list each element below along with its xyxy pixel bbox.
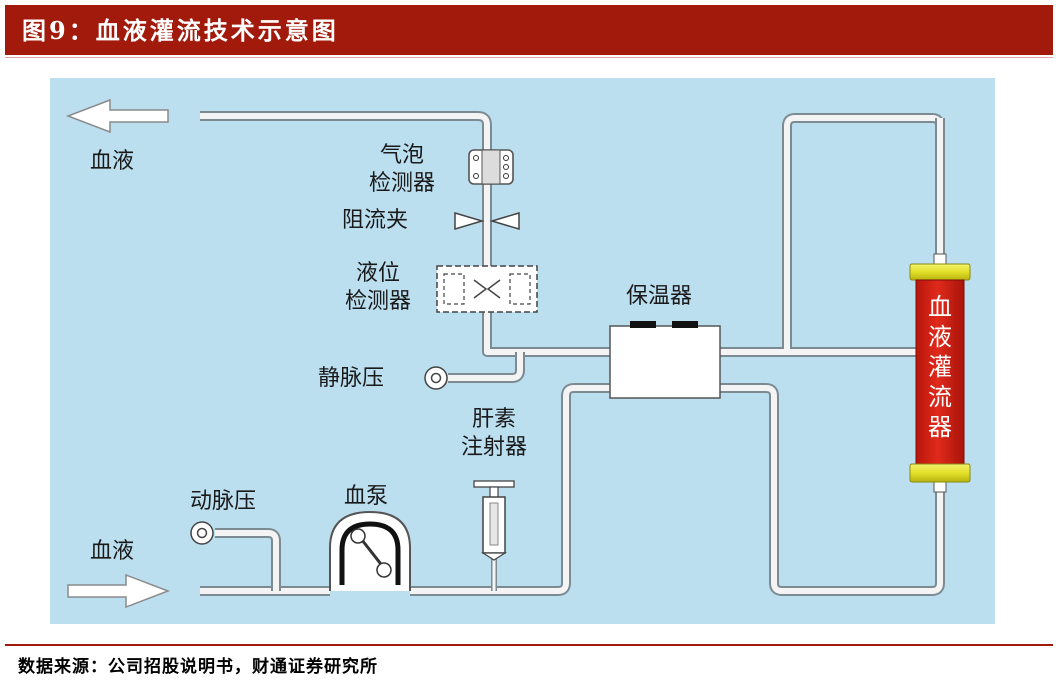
bubble-detector-icon: [468, 149, 514, 185]
blood-in-label: 血液: [90, 539, 135, 564]
perfusion-diagram: 血液 血液 气泡 检测器 阻流夹 液位 检测器 静脉压 保温器 肝素 注射器 动…: [50, 78, 995, 624]
bubble-detector-label-line2: 检测器: [368, 171, 435, 196]
perfusion-column-icon: [909, 253, 971, 493]
diagram-canvas: [65, 98, 971, 609]
arrow-in-icon: [67, 573, 171, 609]
blood-out-label: 血液: [90, 149, 135, 174]
tubing: [200, 111, 945, 596]
arrow-out-icon: [65, 98, 169, 134]
blood-pump-icon: [329, 510, 411, 591]
venous-pressure-label: 静脉压: [318, 366, 385, 391]
blood-pump-label: 血泵: [344, 484, 389, 509]
level-detector-icon: [436, 265, 538, 313]
figure-title: 图9：血液灌流技术示意图: [5, 5, 1053, 55]
level-detector-label-line1: 液位: [355, 261, 400, 286]
bubble-detector-label-line1: 气泡: [379, 143, 424, 168]
perfusion-column-label: 血液灌流器: [928, 293, 952, 441]
warmer-label: 保温器: [626, 284, 693, 309]
level-detector-label-line2: 检测器: [344, 289, 411, 314]
arterial-pressure-label: 动脉压: [190, 489, 257, 514]
source-note: 数据来源：公司招股说明书，财通证券研究所: [18, 657, 378, 677]
clamp-icon: [454, 211, 520, 231]
footer-divider: [5, 644, 1053, 646]
header-divider: [5, 57, 1053, 58]
heparin-syringe-label-line2: 注射器: [460, 435, 527, 460]
tube-arterial-pressure: [215, 528, 281, 591]
bubble-detector-label: 气泡 检测器: [346, 142, 458, 198]
heparin-syringe-icon: [473, 480, 515, 561]
heparin-syringe-label-line1: 肝素: [471, 407, 516, 432]
arterial-pressure-gauge-icon: [190, 521, 214, 545]
level-detector-label: 液位 检测器: [322, 260, 434, 316]
venous-pressure-gauge-icon: [424, 366, 448, 390]
warmer-icon: [609, 321, 721, 399]
clamp-label: 阻流夹: [342, 208, 409, 233]
heparin-syringe-label: 肝素 注射器: [438, 406, 550, 462]
tube-column-to-warmer: [720, 113, 945, 357]
tube-column-bottom: [720, 383, 945, 596]
